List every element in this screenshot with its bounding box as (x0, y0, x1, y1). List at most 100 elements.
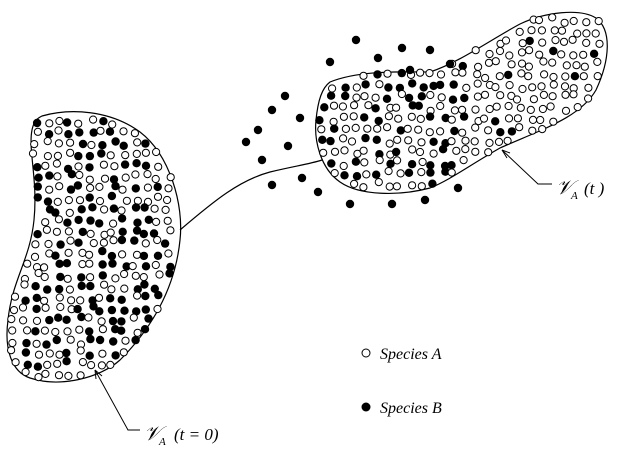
species-a-particle (525, 63, 532, 70)
species-a-particle (562, 107, 569, 114)
species-a-particle (122, 337, 129, 344)
species-a-particle (86, 260, 93, 267)
species-a-particle (518, 70, 525, 77)
species-b-particle (111, 137, 119, 145)
species-a-particle (485, 149, 492, 156)
species-a-particle (426, 70, 433, 77)
species-a-particle (384, 70, 391, 77)
species-a-particle (558, 27, 565, 34)
species-a-particle (130, 314, 137, 321)
species-a-particle (120, 128, 127, 135)
species-a-particle (463, 84, 470, 91)
species-b-particle (360, 113, 368, 121)
species-b-particle (140, 230, 148, 238)
species-a-particle (67, 336, 74, 343)
species-a-particle (506, 52, 513, 59)
species-b-particle (45, 171, 53, 179)
species-a-particle (492, 84, 499, 91)
species-a-particle (459, 129, 466, 136)
species-a-particle (580, 73, 587, 80)
species-b-particle (426, 168, 434, 176)
species-b-particle (44, 197, 52, 205)
species-b-particle (371, 104, 379, 112)
species-a-particle (107, 152, 114, 159)
species-b-particle (145, 216, 153, 224)
species-b-particle (340, 171, 348, 179)
species-b-particle (33, 230, 41, 238)
species-a-particle (66, 286, 73, 293)
species-a-particle (44, 361, 51, 368)
species-a-particle (32, 241, 39, 248)
species-a-particle (153, 148, 160, 155)
species-a-particle (54, 173, 61, 180)
species-b-particle (384, 83, 392, 91)
species-a-particle (353, 84, 360, 91)
species-b-particle (436, 81, 444, 89)
species-a-particle (569, 36, 576, 43)
species-a-particle (550, 81, 557, 88)
species-b-particle (117, 327, 125, 335)
species-a-particle (340, 135, 347, 142)
species-a-particle (348, 138, 355, 145)
species-a-particle (493, 103, 500, 110)
species-a-particle (55, 127, 62, 134)
species-a-particle (363, 171, 370, 178)
species-a-particle (90, 116, 97, 123)
species-a-particle (452, 69, 459, 76)
species-a-particle (540, 58, 547, 65)
species-a-particle (153, 218, 160, 225)
species-a-particle (418, 169, 425, 176)
species-b-particle (428, 180, 436, 188)
species-a-particle (596, 40, 603, 47)
species-a-particle (540, 91, 547, 98)
species-b-particle (34, 193, 42, 201)
species-b-particle (56, 240, 64, 248)
species-a-particle (22, 368, 29, 375)
species-a-particle (376, 157, 383, 164)
species-b-particle (45, 316, 53, 324)
species-b-particle (109, 317, 117, 325)
species-b-particle (141, 325, 149, 333)
species-b-particle (55, 285, 63, 293)
species-a-particle (462, 146, 469, 153)
species-b-particle (372, 171, 380, 179)
species-a-particle (142, 240, 149, 247)
species-a-particle (551, 27, 558, 34)
species-a-particle (129, 263, 136, 270)
species-b-particle (314, 188, 322, 196)
species-b-particle (449, 96, 457, 104)
species-a-particle (519, 85, 526, 92)
species-b-particle (330, 125, 338, 133)
species-a-particle (87, 230, 94, 237)
species-a-particle (472, 124, 479, 131)
species-b-particle (62, 357, 70, 365)
species-a-particle (360, 147, 367, 154)
species-a-particle (144, 171, 151, 178)
species-a-particle (320, 149, 327, 156)
species-a-particle (528, 27, 535, 34)
species-a-particle (75, 163, 82, 170)
species-a-particle (41, 327, 48, 334)
species-a-particle (111, 163, 118, 170)
species-b-particle (496, 128, 504, 136)
species-a-particle (437, 102, 444, 109)
species-b-particle (55, 260, 63, 268)
species-b-particle (161, 239, 169, 247)
species-b-particle (133, 219, 141, 227)
species-b-particle (96, 336, 104, 344)
species-b-particle (108, 306, 116, 314)
species-b-particle (95, 307, 103, 315)
species-b-particle (318, 136, 326, 144)
species-a-particle (539, 126, 546, 133)
species-b-particle (63, 118, 71, 126)
species-a-particle (100, 239, 107, 246)
species-a-particle (562, 91, 569, 98)
species-a-particle (151, 205, 158, 212)
species-a-particle (437, 71, 444, 78)
species-b-particle (120, 142, 128, 150)
species-a-particle (460, 157, 467, 164)
species-b-particle (98, 247, 106, 255)
species-a-particle (386, 140, 393, 147)
species-b-particle (118, 296, 126, 304)
species-b-particle (62, 349, 70, 357)
